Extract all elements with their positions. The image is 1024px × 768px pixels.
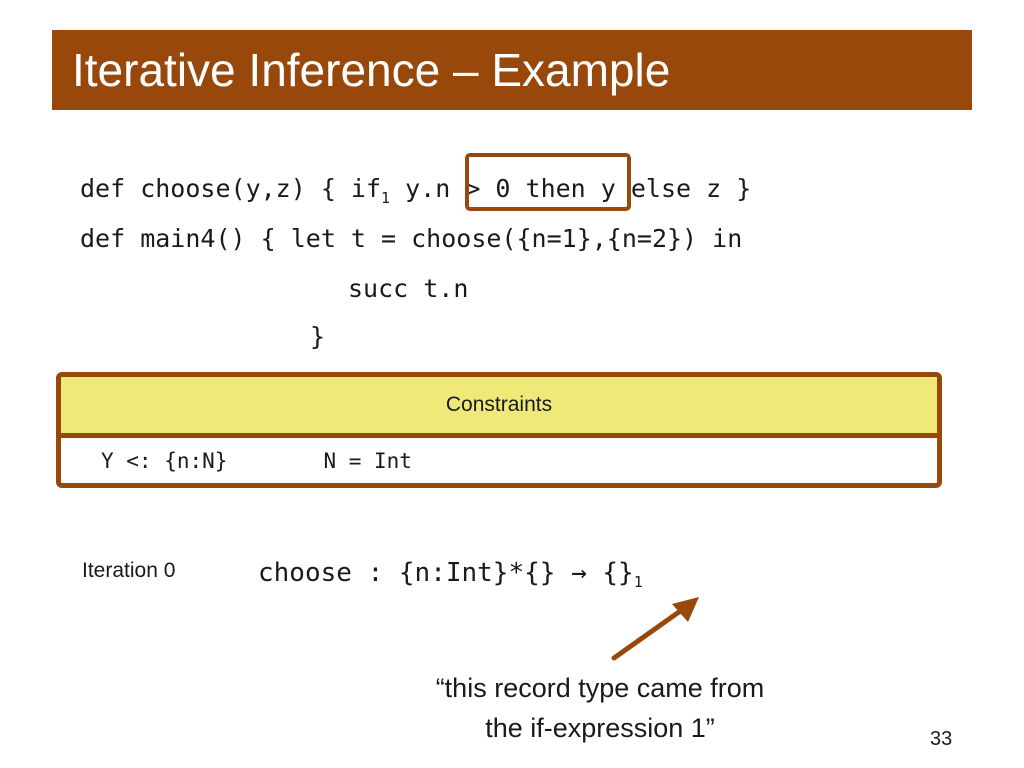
constraints-header: Constraints <box>61 377 937 438</box>
constraint-item: N = Int <box>323 449 412 473</box>
annotation-line-1: “this record type came from <box>435 673 765 703</box>
annotation-line-2: the if-expression 1” <box>485 713 715 743</box>
annotation-quote: “this record type came from the if-expre… <box>380 668 820 748</box>
iteration-label: Iteration 0 <box>82 559 176 582</box>
slide-title: Iterative Inference – Example <box>72 44 671 96</box>
title-bar: Iterative Inference – Example <box>52 30 972 110</box>
code-line-close-brace: } <box>310 322 326 351</box>
type-name: choose <box>258 558 352 588</box>
code-line-1-pre: def choose(y,z) { if <box>80 174 382 203</box>
constraints-table: Constraints Y <: {n:N} N = Int <box>56 372 942 488</box>
code-line-succ: succ t.n <box>348 274 469 303</box>
page-number: 33 <box>930 728 953 750</box>
constraint-item: Y <: {n:N} <box>101 449 228 473</box>
inferred-type: choose : {n:Int}*{} → {}1 <box>258 556 643 590</box>
code-line-main4: def main4() { let t = choose({n=1},{n=2}… <box>80 224 743 253</box>
code-line-choose: def choose(y,z) { if1 y.n > 0 then y els… <box>80 174 752 207</box>
code-line-1-post: y.n > 0 then y else z } <box>390 174 752 203</box>
type-subscript: 1 <box>633 573 643 591</box>
type-signature: : {n:Int}*{} → {} <box>351 558 634 588</box>
code-line-1-subscript: 1 <box>381 189 391 207</box>
condition-highlight-box <box>465 153 631 211</box>
constraints-row: Y <: {n:N} N = Int <box>61 438 937 483</box>
